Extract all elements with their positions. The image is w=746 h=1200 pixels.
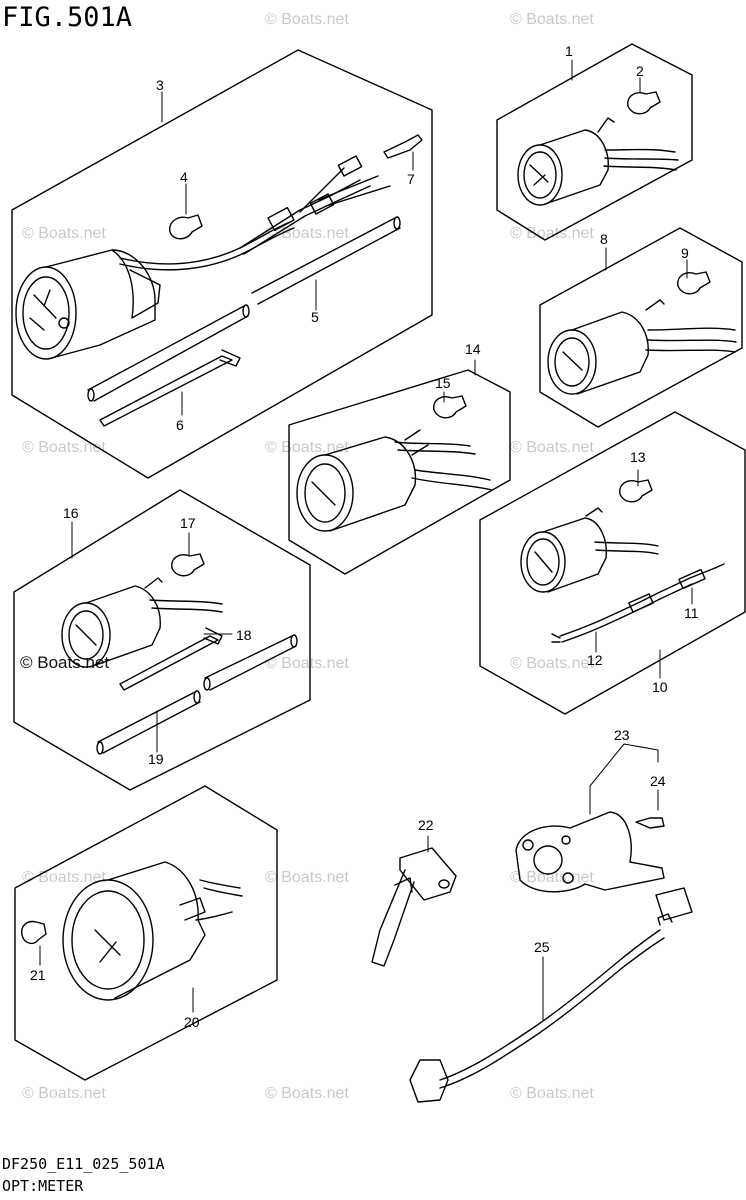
kit-box-20 [14, 785, 278, 1081]
watermark: © Boats.net [265, 869, 349, 886]
watermark: © Boats.net [265, 11, 349, 28]
watermark: © Boats.net [510, 655, 594, 672]
part-number-layer: 1 2 3 4 5 6 7 8 9 10 11 12 13 14 15 16 1… [30, 43, 699, 1030]
kit-box-1 [496, 43, 693, 241]
part-housing-23 [515, 811, 665, 893]
kit-box-10 [479, 411, 746, 715]
watermark: © Boats.net [265, 1085, 349, 1102]
part-cable-25 [409, 887, 693, 1103]
part-sensor-22 [371, 847, 457, 967]
part-number: 20 [184, 1014, 200, 1030]
figure-caption: OPT:METER [2, 1177, 84, 1195]
kit-box-16 [13, 489, 311, 791]
part-number: 14 [465, 341, 481, 357]
watermark: © Boats.net [265, 439, 349, 456]
part-number: 5 [311, 309, 319, 325]
part-number: 9 [681, 245, 689, 261]
watermark: © Boats.net [510, 869, 594, 886]
part-number: 23 [614, 727, 630, 743]
part-number: 6 [176, 417, 184, 433]
watermark: © Boats.net [22, 1085, 106, 1102]
part-number: 17 [180, 515, 196, 531]
watermark: © Boats.net [510, 439, 594, 456]
watermark: © Boats.net [265, 225, 349, 242]
part-number: 16 [63, 505, 79, 521]
part-number: 12 [587, 652, 603, 668]
part-number: 3 [156, 77, 164, 93]
part-number: 21 [30, 967, 46, 983]
kit-box-8 [539, 227, 743, 428]
watermark: © Boats.net [265, 655, 349, 672]
watermark-layer: © Boats.net © Boats.net © Boats.net © Bo… [20, 11, 594, 1102]
watermark: © Boats.net [510, 225, 594, 242]
part-number: 4 [180, 169, 188, 185]
part-number: 19 [148, 751, 164, 767]
part-number: 13 [630, 449, 646, 465]
part-number: 22 [418, 817, 434, 833]
figure-title: FIG.501A [2, 2, 133, 33]
part-number: 18 [236, 627, 252, 643]
kit-box-3 [11, 49, 433, 479]
part-number: 2 [636, 63, 644, 79]
part-number: 7 [407, 171, 415, 187]
leader-lines [39, 59, 693, 1021]
part-number: 25 [534, 939, 550, 955]
part-number: 15 [435, 375, 451, 391]
watermark: © Boats.net [510, 1085, 594, 1102]
part-number: 11 [684, 605, 699, 621]
watermark: © Boats.net [22, 225, 106, 242]
part-number: 1 [565, 43, 573, 59]
part-number: 10 [652, 679, 668, 695]
part-number: 8 [600, 231, 608, 247]
part-number: 24 [650, 773, 666, 789]
watermark-prominent: © Boats.net [20, 653, 109, 672]
figure-code: DF250_E11_025_501A [2, 1155, 165, 1173]
watermark: © Boats.net [22, 439, 106, 456]
watermark: © Boats.net [510, 11, 594, 28]
kit-box-14 [288, 369, 511, 575]
